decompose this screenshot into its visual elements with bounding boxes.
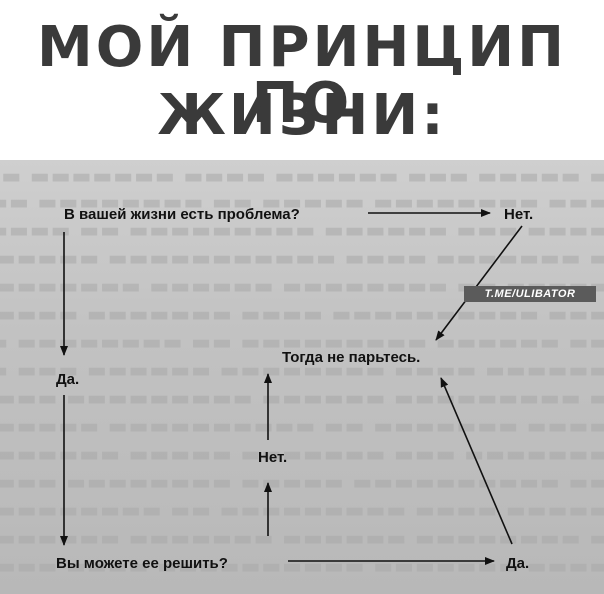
watermark-badge: T.ME/ULIBATOR <box>464 286 596 302</box>
arrow-yes-to-dont-worry <box>440 377 513 545</box>
node-yes-bottom: Да. <box>506 555 529 572</box>
node-no-top: Нет. <box>504 206 533 223</box>
flowchart: В вашей жизни есть проблема? Нет. Да. То… <box>56 206 533 572</box>
node-problem: В вашей жизни есть проблема? <box>64 206 300 223</box>
book-page: ▬▬ ▬▬▬▬▬ ▬▬▬ ▬▬▬▬▬▬ ▬▬▬▬ ▬▬▬▬▬▬▬ ▬▬▬ ▬▬▬… <box>0 160 604 594</box>
node-yes-left: Да. <box>56 371 79 388</box>
node-dont-worry: Тогда не парьтесь. <box>282 349 420 366</box>
meme-title: МОЙ ПРИНЦИП ПО ЖИЗНИ: <box>0 0 604 160</box>
node-no-mid: Нет. <box>258 449 287 466</box>
node-can-solve: Вы можете ее решить? <box>56 555 228 572</box>
arrow-no-to-dont-worry <box>435 225 523 341</box>
title-line-2: ЖИЗНИ: <box>157 83 447 148</box>
title-line-1: МОЙ ПРИНЦИП ПО <box>36 15 568 136</box>
